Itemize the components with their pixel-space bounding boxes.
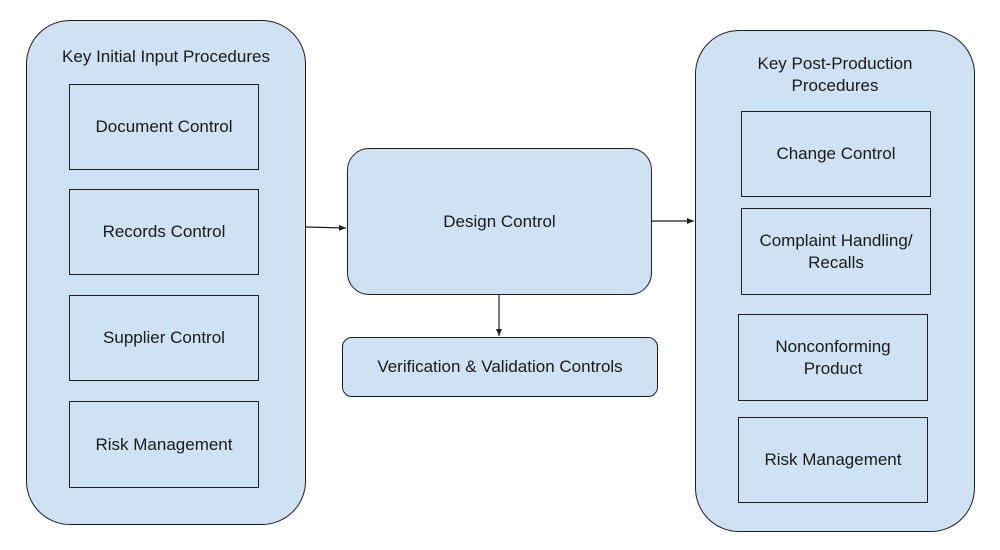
initial-input-procedures-title: Key Initial Input Procedures xyxy=(62,47,270,66)
verification-validation-box: Verification & Validation Controls xyxy=(342,337,658,397)
post-production-procedures-title: Key Post-Production Procedures xyxy=(757,54,913,95)
supplier-control-box: Supplier Control xyxy=(69,295,259,381)
complaint-handling-recalls-box: Complaint Handling/ Recalls xyxy=(741,208,931,295)
change-control-box: Change Control xyxy=(741,111,931,197)
risk-management-input-box: Risk Management xyxy=(69,401,259,488)
records-control-box: Records Control xyxy=(69,189,259,275)
document-control-box: Document Control xyxy=(69,84,259,170)
design-control-box: Design Control xyxy=(347,148,652,295)
risk-management-post-box: Risk Management xyxy=(738,417,928,503)
arrow-inputs-to-design xyxy=(305,224,347,231)
nonconforming-product-box: Nonconforming Product xyxy=(738,314,928,401)
